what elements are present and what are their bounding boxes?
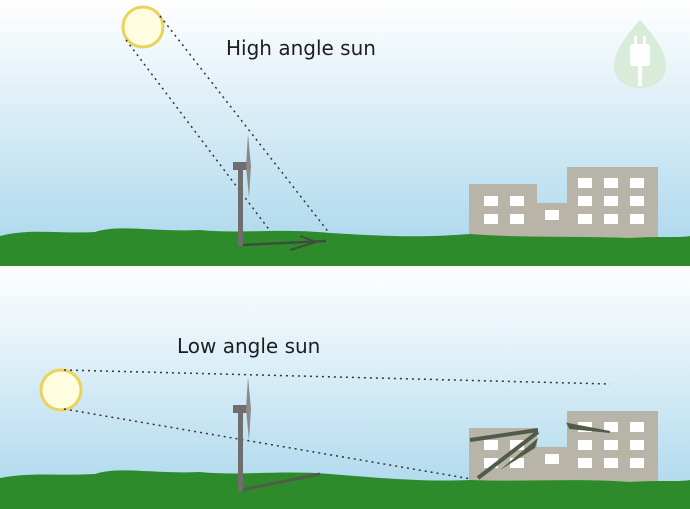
grass-ground: [0, 228, 690, 266]
high-angle-panel: [0, 0, 690, 266]
low-angle-title: Low angle sun: [177, 334, 321, 358]
building-icon: [469, 167, 658, 240]
low-angle-panel: [0, 266, 690, 509]
wind-turbine-icon: [233, 377, 251, 491]
sun-ray: [125, 39, 281, 245]
wind-turbine-icon: [233, 134, 251, 246]
sun-ray: [63, 369, 611, 385]
leaf-plug-icon: [614, 20, 666, 88]
turbine-shadow: [240, 422, 611, 492]
sun-ray: [159, 15, 331, 235]
turbine-shadow: [240, 235, 327, 251]
grass-ground: [0, 470, 690, 509]
high-angle-title: High angle sun: [226, 36, 376, 60]
building-icon: [469, 411, 658, 484]
sun-icon: [121, 5, 165, 49]
sun-icon: [39, 368, 83, 412]
